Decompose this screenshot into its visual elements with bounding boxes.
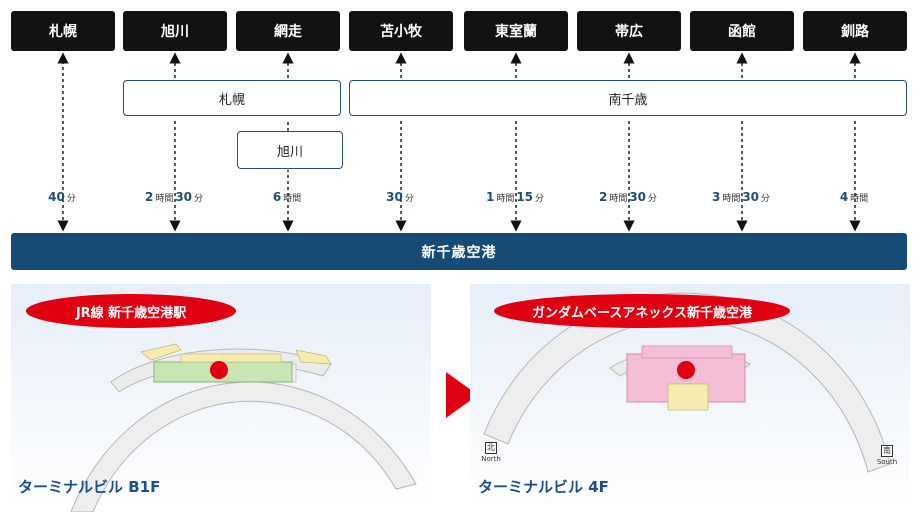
station-location-marker	[210, 361, 228, 379]
south-indicator: 南 South	[876, 445, 898, 466]
destination-kushiro: 釧路	[803, 11, 907, 51]
destination-sapporo: 札幌	[11, 11, 115, 51]
floor-label-4f: ターミナルビル 4F	[478, 478, 609, 496]
destination-tomakomai: 苫小牧	[349, 11, 453, 51]
destination-asahikawa: 旭川	[123, 11, 227, 51]
station-label-gundam: ガンダムベースアネックス新千歳空港	[494, 294, 790, 328]
floor-label-b1f: ターミナルビル B1F	[18, 478, 161, 496]
hub-sapporo: 札幌	[123, 80, 341, 116]
north-indicator: 北 North	[481, 442, 501, 463]
connector-lines	[57, 52, 861, 232]
airport-bar: 新千歳空港	[11, 233, 907, 270]
hub-minami-chitose: 南千歳	[349, 80, 907, 116]
destination-abashiri: 網走	[236, 11, 340, 51]
destination-obihiro: 帯広	[577, 11, 681, 51]
station-label-jr: JR線 新千歳空港駅	[26, 294, 236, 328]
hub-asahikawa: 旭川	[237, 131, 343, 169]
destination-hakodate: 函館	[690, 11, 794, 51]
arrow-right-icon	[446, 372, 478, 418]
destination-higashimuroran: 東室蘭	[464, 11, 568, 51]
gundam-base-location-marker	[677, 361, 695, 379]
